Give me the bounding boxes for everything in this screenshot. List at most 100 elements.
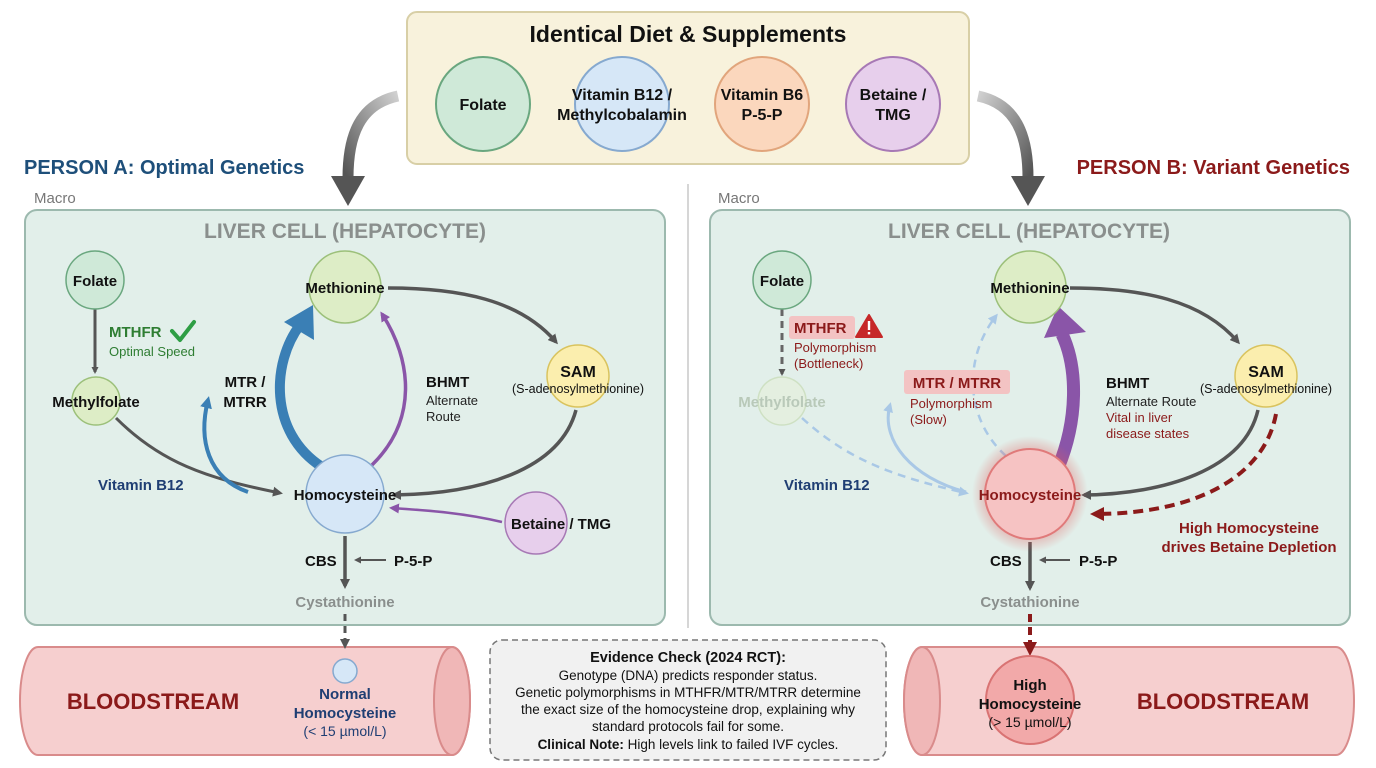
a-arrow-homocysteine-methionine-head: [284, 305, 314, 340]
a-cystathionine-label: Cystathionine: [295, 594, 394, 611]
evidence-line-3: the exact size of the homocysteine drop,…: [521, 702, 855, 717]
a-betaine-label: Betaine / TMG: [511, 516, 611, 533]
supplement-circles: Folate Vitamin B12 / Methylcobalamin Vitami…: [435, 56, 941, 152]
person-a-heading: PERSON A: Optimal Genetics: [24, 157, 304, 179]
evidence-title: Evidence Check (2024 RCT):: [590, 650, 786, 666]
b-mtr-label: MTR / MTRR: [913, 375, 1001, 392]
b-sam-node: [1234, 344, 1298, 408]
supplement-label: TMG: [875, 107, 911, 124]
a-methylfolate-label: Methylfolate: [52, 394, 140, 411]
b-mthfr-note-2: (Bottleneck): [794, 356, 863, 371]
b-bhmt-note: Alternate Route: [1106, 394, 1196, 409]
b-mtr-highlight: [904, 370, 1010, 394]
a-blood-molecule: [332, 658, 358, 684]
a-blood-status-1: Normal: [319, 686, 371, 703]
person-a-panel: Macro LIVER CELL (HEPATOCYTE) Folate MTH…: [24, 190, 666, 626]
b-depletion-1: High Homocysteine: [1179, 520, 1319, 537]
a-sam-node: [546, 344, 610, 408]
a-sam-full: (S-adenosylmethionine): [512, 382, 644, 396]
arrow-to-person-a: [342, 90, 400, 179]
b-homocysteine-node: [984, 448, 1076, 540]
a-arrow-bhmt: [370, 311, 408, 467]
b-folate-label: Folate: [760, 273, 804, 290]
clinical-note-text: High levels link to failed IVF cycles.: [624, 737, 839, 752]
supplement-circle: [574, 56, 670, 152]
a-methionine-label: Methionine: [305, 280, 384, 297]
b-p5p-label: P-5-P: [1079, 553, 1117, 570]
b-methionine-label: Methionine: [990, 280, 1069, 297]
warning-icon: [855, 314, 883, 338]
b-folate-node: [752, 250, 812, 310]
supplement-circle: [714, 56, 810, 152]
person-b-liver-cell: [709, 209, 1351, 626]
evidence-panel: Evidence Check (2024 RCT): Genotype (DNA…: [489, 639, 887, 761]
b-blood-range: (> 15 µmol/L): [988, 714, 1071, 730]
a-blood-status-2: Homocysteine: [294, 705, 397, 722]
a-vessel-end: [433, 646, 471, 756]
a-arrow-mtr: [200, 396, 249, 494]
a-homocysteine-node: [305, 454, 385, 534]
b-mthfr-label: MTHFR: [794, 320, 847, 337]
a-betaine-node: [504, 491, 568, 555]
supplement-label: Folate: [459, 97, 506, 114]
b-arrow-methionine-sam: [1069, 286, 1240, 345]
supplement-circle: [435, 56, 531, 152]
b-arrow-methylfolate-homocysteine: [801, 417, 969, 497]
a-arrow-sam-homocysteine: [391, 409, 578, 500]
a-folate-label: Folate: [73, 273, 117, 290]
b-bloodstream-label: BLOODSTREAM: [1137, 689, 1309, 714]
supplement-label: Betaine /: [860, 87, 927, 104]
b-blood-status-1: High: [1013, 677, 1046, 694]
supplement-label: Vitamin B6: [721, 87, 804, 104]
a-bloodstream-label: BLOODSTREAM: [67, 689, 239, 714]
a-homocysteine-label: Homocysteine: [294, 487, 397, 504]
person-a-bloodstream: BLOODSTREAM Normal Homocysteine (< 15 µm…: [19, 614, 471, 756]
supplement-label: Methylcobalamin: [557, 107, 687, 124]
a-vitamin-b12-label: Vitamin B12: [98, 477, 184, 494]
a-cbs-label: CBS: [305, 553, 337, 570]
person-a-cell-title: LIVER CELL (HEPATOCYTE): [204, 220, 486, 243]
a-bhmt-note-2: Route: [426, 409, 461, 424]
supplements-box: [406, 11, 970, 165]
header-title: Identical Diet & Supplements: [530, 21, 847, 47]
arrow-to-person-b-head: [1011, 176, 1045, 206]
b-mtr-note-2: (Slow): [910, 412, 947, 427]
b-arrow-mtr: [883, 402, 967, 494]
b-cystathionine-label: Cystathionine: [980, 594, 1079, 611]
b-blood-status-2: Homocysteine: [979, 696, 1082, 713]
b-depletion-2: drives Betaine Depletion: [1161, 539, 1336, 556]
a-mtr-label: MTR /: [225, 374, 267, 391]
b-mthfr-highlight: [789, 316, 855, 339]
person-b-bloodstream: BLOODSTREAM High Homocysteine (> 15 µmol…: [903, 614, 1355, 756]
b-sam-label: SAM: [1248, 364, 1284, 381]
b-methionine-node: [993, 250, 1067, 324]
a-mthfr-note: Optimal Speed: [109, 344, 195, 359]
supplement-label: P-5-P: [742, 107, 783, 124]
b-vitamin-b12-label: Vitamin B12: [784, 477, 870, 494]
evidence-box: [489, 639, 887, 761]
a-bhmt-label: BHMT: [426, 374, 469, 391]
clinical-note: Clinical Note: High levels link to faile…: [538, 737, 839, 752]
a-p5p-label: P-5-P: [394, 553, 432, 570]
a-methionine-node: [308, 250, 382, 324]
b-mtr-note-1: Polymorphism: [910, 396, 992, 411]
person-b-panel: Macro LIVER CELL (HEPATOCYTE) Folate MTH…: [709, 190, 1351, 626]
b-methylfolate-label: Methylfolate: [738, 394, 826, 411]
supplement-circle: [845, 56, 941, 152]
evidence-line-1: Genotype (DNA) predicts responder status…: [559, 668, 818, 683]
b-homocysteine-label: Homocysteine: [979, 487, 1082, 504]
a-arrow-methylfolate-homocysteine: [114, 416, 283, 497]
b-bhmt-note-2b: disease states: [1106, 426, 1190, 441]
a-blood-range: (< 15 µmol/L): [303, 723, 386, 739]
evidence-line-4: standard protocols fail for some.: [592, 719, 784, 734]
b-vessel-end: [903, 646, 941, 756]
a-arrow-homocysteine-methionine: [274, 321, 325, 472]
a-arrow-betaine: [389, 503, 503, 524]
b-bhmt-label: BHMT: [1106, 375, 1149, 392]
b-blood-molecule: [985, 655, 1075, 745]
a-arrow-methionine-sam: [387, 286, 558, 345]
a-sam-label: SAM: [560, 364, 596, 381]
supplements-panel: Identical Diet & Supplements Folate Vitam…: [406, 11, 970, 165]
b-mthfr-note-1: Polymorphism: [794, 340, 876, 355]
supplement-label: Vitamin B12 /: [572, 87, 673, 104]
